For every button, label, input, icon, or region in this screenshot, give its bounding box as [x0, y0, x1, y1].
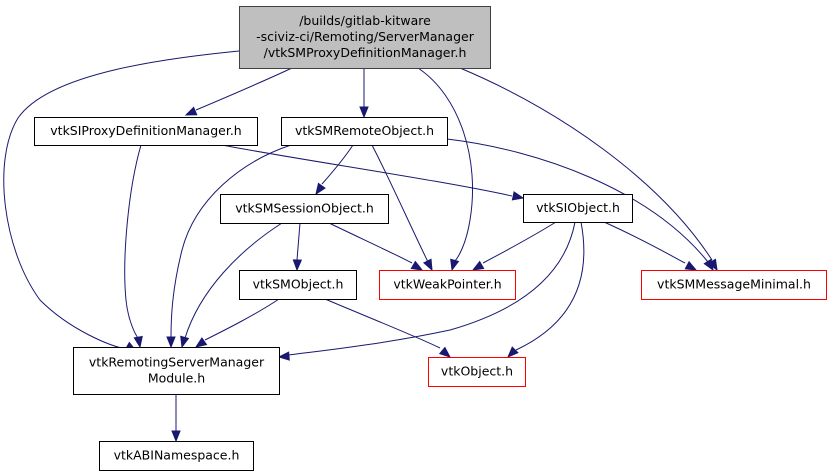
arrowhead-icon — [507, 346, 519, 358]
arrowhead-icon — [171, 430, 181, 443]
node-label: vtkSMRemoteObject.h — [295, 123, 434, 138]
arrowhead-icon — [438, 346, 452, 358]
edge-line — [124, 144, 142, 339]
edge-root-to-module — [3, 50, 240, 352]
edge-line — [417, 67, 473, 263]
node-label: vtkSIObject.h — [536, 200, 620, 215]
node-label: /builds/gitlab-kitware — [299, 13, 431, 28]
node-label: vtkSMMessageMinimal.h — [657, 277, 811, 292]
edge-smremote-to-msgmin — [446, 138, 714, 272]
node-box[interactable] — [73, 347, 280, 395]
edge-module-to-abins — [171, 394, 181, 443]
node-root[interactable]: /builds/gitlab-kitware-sciviz-ci/Remotin… — [239, 6, 491, 69]
arrowhead-icon — [511, 191, 525, 201]
edge-line — [288, 221, 576, 356]
node-abins[interactable]: vtkABINamespace.h — [99, 441, 254, 471]
arrowhead-icon — [180, 335, 190, 349]
edge-line — [459, 67, 713, 261]
node-label: Module.h — [148, 371, 205, 386]
edge-siobject-to-msgmin — [603, 221, 698, 271]
edge-line — [515, 221, 585, 351]
arrowhead-icon — [471, 260, 485, 271]
edge-smobject-to-module — [194, 298, 280, 348]
node-box[interactable] — [379, 270, 516, 300]
node-box[interactable] — [99, 441, 254, 471]
node-siproxydef[interactable]: vtkSIProxyDefinitionManager.h — [34, 117, 258, 146]
node-smremote[interactable]: vtkSMRemoteObject.h — [281, 117, 448, 146]
edge-smsession-to-weakptr — [328, 222, 424, 271]
arrowhead-icon — [684, 260, 698, 271]
node-vtkobject[interactable]: vtkObject.h — [428, 357, 526, 387]
node-siobject[interactable]: vtkSIObject.h — [523, 194, 633, 223]
node-label: vtkSMObject.h — [253, 277, 344, 292]
edge-line — [324, 298, 441, 349]
arrowhead-icon — [410, 260, 424, 271]
node-box[interactable] — [641, 270, 827, 300]
node-weakptr[interactable]: vtkWeakPointer.h — [379, 270, 516, 300]
nodes-layer: /builds/gitlab-kitware-sciviz-ci/Remotin… — [34, 6, 827, 471]
edge-line — [170, 144, 292, 338]
arrowhead-icon — [194, 337, 208, 348]
node-label: /vtkSMProxyDefinitionManager.h — [264, 45, 467, 60]
edge-siproxydef-to-module — [124, 144, 143, 349]
node-box[interactable] — [428, 357, 526, 387]
arrowhead-icon — [359, 106, 369, 119]
edge-line — [328, 222, 413, 264]
node-box[interactable] — [239, 270, 357, 300]
edge-line — [603, 221, 686, 264]
node-smobject[interactable]: vtkSMObject.h — [239, 270, 357, 300]
edge-siobject-to-weakptr — [471, 221, 557, 271]
arrowhead-icon — [292, 259, 303, 272]
edge-line — [3, 50, 240, 350]
arrowhead-icon — [450, 258, 460, 272]
node-smsession[interactable]: vtkSMSessionObject.h — [220, 194, 389, 224]
edge-smsession-to-smobject — [292, 222, 303, 272]
node-label: -sciviz-ci/Remoting/ServerManager — [256, 29, 475, 44]
arrowhead-icon — [277, 351, 290, 361]
node-label: vtkABINamespace.h — [114, 448, 240, 463]
edge-smremote-to-weakptr — [371, 144, 433, 272]
arrowhead-icon — [315, 182, 326, 196]
node-label: vtkSIProxyDefinitionManager.h — [50, 123, 241, 138]
edge-smobject-to-vtkobject — [324, 298, 452, 358]
edge-line — [221, 144, 513, 197]
edge-smremote-to-module — [166, 144, 292, 349]
node-label: vtkWeakPointer.h — [393, 277, 501, 292]
arrowhead-icon — [166, 336, 176, 349]
node-box[interactable] — [220, 194, 389, 224]
edge-root-to-smremote — [359, 68, 369, 119]
node-label: vtkSMSessionObject.h — [235, 201, 374, 216]
edge-line — [204, 298, 280, 341]
edge-siproxydef-to-siobject — [221, 144, 525, 201]
edge-line — [482, 221, 557, 264]
arrowhead-icon — [423, 258, 433, 272]
edge-root-to-msgmin — [459, 67, 718, 272]
edge-line — [446, 138, 709, 263]
edge-line — [296, 222, 301, 261]
arrowhead-icon — [703, 258, 714, 272]
node-box[interactable] — [281, 117, 448, 146]
edge-line — [321, 144, 354, 185]
edge-siobject-to-module — [277, 221, 576, 361]
node-box[interactable] — [523, 194, 633, 223]
edge-line — [184, 222, 283, 339]
edge-root-to-weakptr — [417, 67, 473, 272]
node-label: vtkObject.h — [441, 364, 513, 379]
edge-root-to-siproxydef — [184, 67, 293, 116]
edge-smremote-to-smsession — [315, 144, 354, 196]
node-msgmin[interactable]: vtkSMMessageMinimal.h — [641, 270, 827, 300]
node-box[interactable] — [34, 117, 258, 146]
node-box[interactable] — [239, 6, 491, 69]
node-label: vtkRemotingServerManager — [89, 355, 265, 370]
arrowhead-icon — [133, 335, 143, 349]
edge-line — [371, 144, 429, 263]
edge-line — [195, 67, 293, 111]
edge-siobject-to-vtkobject — [507, 221, 585, 358]
arrowhead-icon — [184, 106, 198, 116]
edges-layer — [3, 50, 718, 443]
edge-smsession-to-module — [180, 222, 283, 349]
